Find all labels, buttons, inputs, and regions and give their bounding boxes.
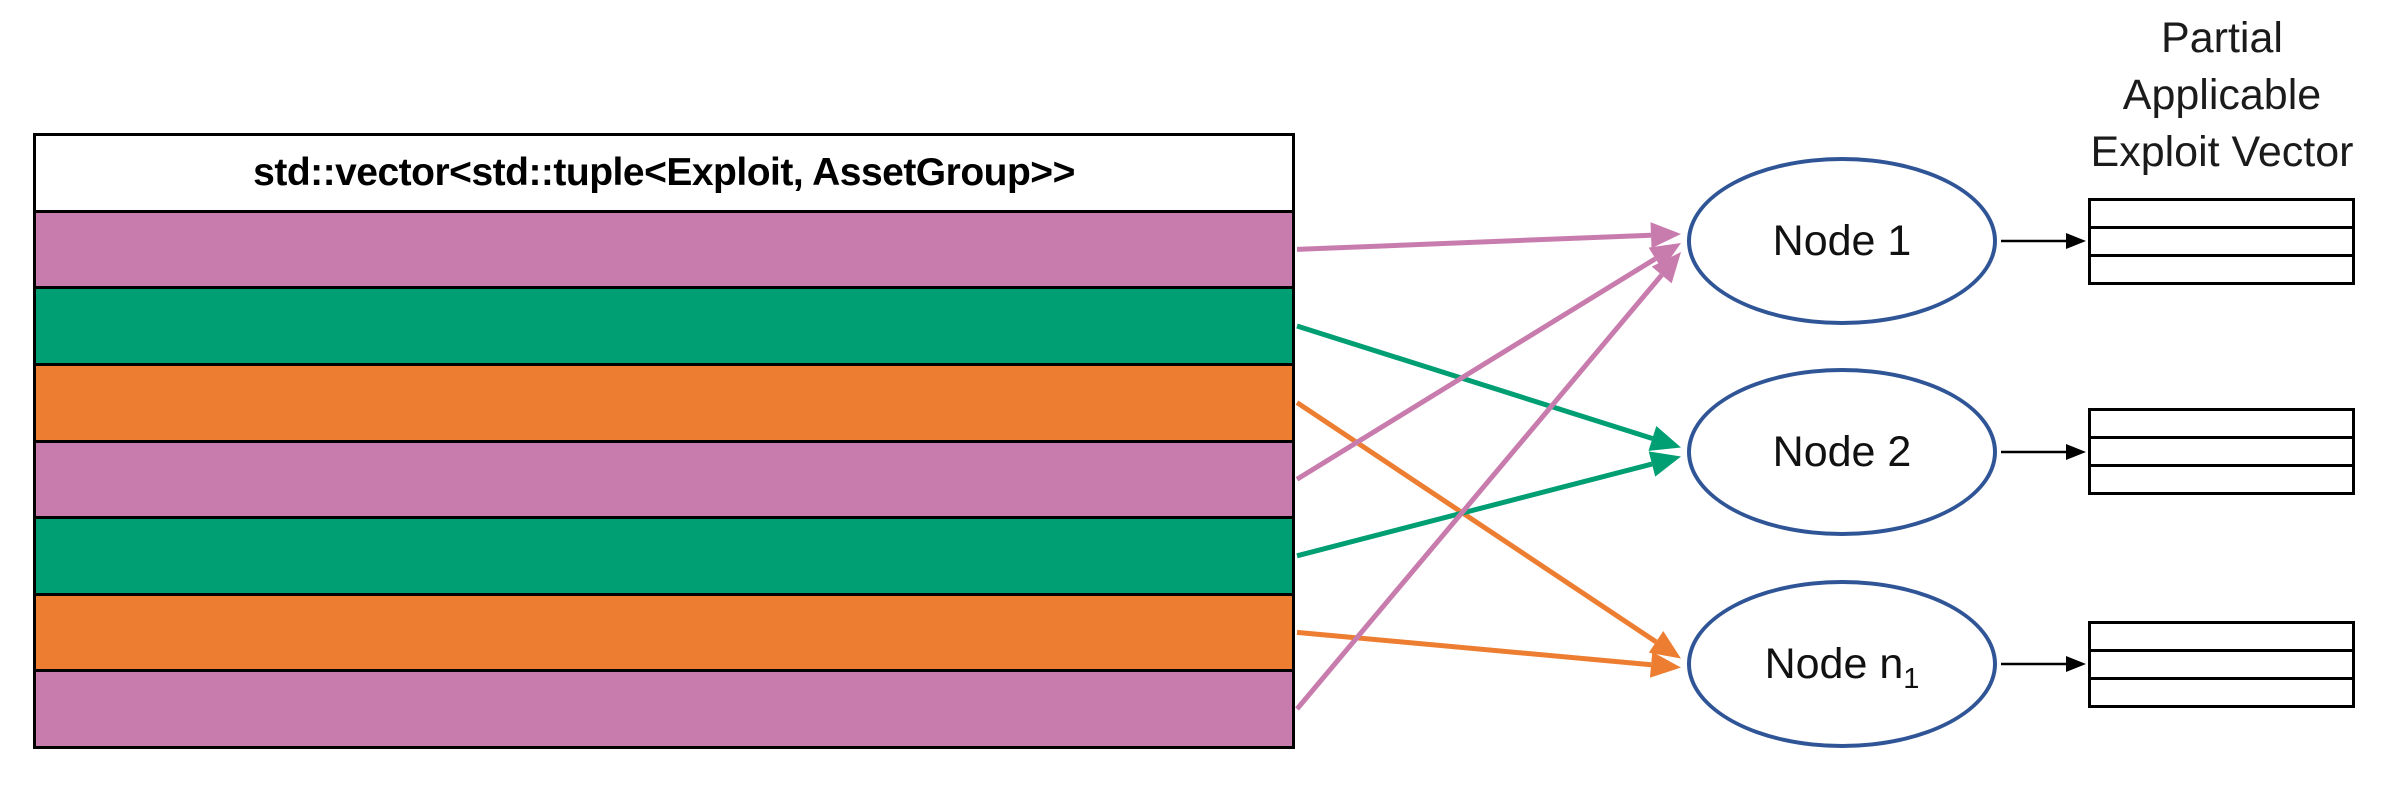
partial-vector-table-1 <box>2088 198 2355 285</box>
node-label: Node n1 <box>1764 639 1920 695</box>
edge-arrow-green-head <box>1648 451 1681 477</box>
partial-vector-row <box>2091 229 2352 254</box>
partial-vector-row <box>2091 411 2352 436</box>
node-ellipse-n1: Node n1 <box>1687 580 1997 748</box>
edge-arrow-orange-head <box>1648 631 1681 659</box>
node-output-arrow-head <box>2066 233 2086 249</box>
output-label: Partial Applicable Exploit Vector <box>2021 10 2383 181</box>
edge-arrow-pink <box>1295 256 1657 482</box>
vector-row-orange <box>36 595 1292 670</box>
edge-arrow-pink-head <box>1651 252 1681 284</box>
edge-arrow-pink <box>1295 273 1664 711</box>
node-ellipse-1: Node 1 <box>1687 157 1997 325</box>
partial-vector-row <box>2091 439 2352 464</box>
node-label: Node 2 <box>1772 427 1912 476</box>
partial-vector-row <box>2091 201 2352 226</box>
vector-row-pink <box>36 212 1292 287</box>
output-label-line: Partial <box>2161 14 2283 62</box>
vector-row-pink <box>36 672 1292 746</box>
edge-arrow-pink <box>1296 232 1652 252</box>
edge-arrow-pink-head <box>1650 222 1681 249</box>
vector-row-orange <box>36 365 1292 440</box>
edge-arrow-pink-head <box>1648 243 1681 270</box>
node-output-arrow-head <box>2066 444 2086 460</box>
edge-arrow-orange-head <box>1649 651 1681 678</box>
node-ellipse-2: Node 2 <box>1687 368 1997 536</box>
edge-arrow-green <box>1296 461 1653 559</box>
vector-row-green <box>36 289 1292 363</box>
node-label-subscript: 1 <box>1903 662 1920 695</box>
node-label: Node 1 <box>1772 216 1912 265</box>
vector-table-header: std::vector<std::tuple<Exploit, AssetGro… <box>36 136 1292 210</box>
edge-arrow-orange <box>1295 400 1658 644</box>
partial-vector-table-2 <box>2088 408 2355 495</box>
partial-vector-row <box>2091 257 2352 282</box>
partial-vector-row <box>2091 624 2352 649</box>
partial-vector-row <box>2091 467 2352 492</box>
partial-vector-row <box>2091 652 2352 677</box>
partial-vector-table-n1 <box>2088 621 2355 708</box>
exploit-vector-table: std::vector<std::tuple<Exploit, AssetGro… <box>33 133 1295 749</box>
node-output-arrow-head <box>2066 656 2086 672</box>
edge-arrow-green <box>1296 323 1654 441</box>
output-label-line: Applicable <box>2122 71 2322 119</box>
edge-arrow-green-head <box>1648 426 1681 451</box>
output-label-line: Exploit Vector <box>2090 128 2354 176</box>
vector-row-green <box>36 519 1292 593</box>
partial-vector-row <box>2091 680 2352 705</box>
vector-row-pink <box>36 442 1292 517</box>
